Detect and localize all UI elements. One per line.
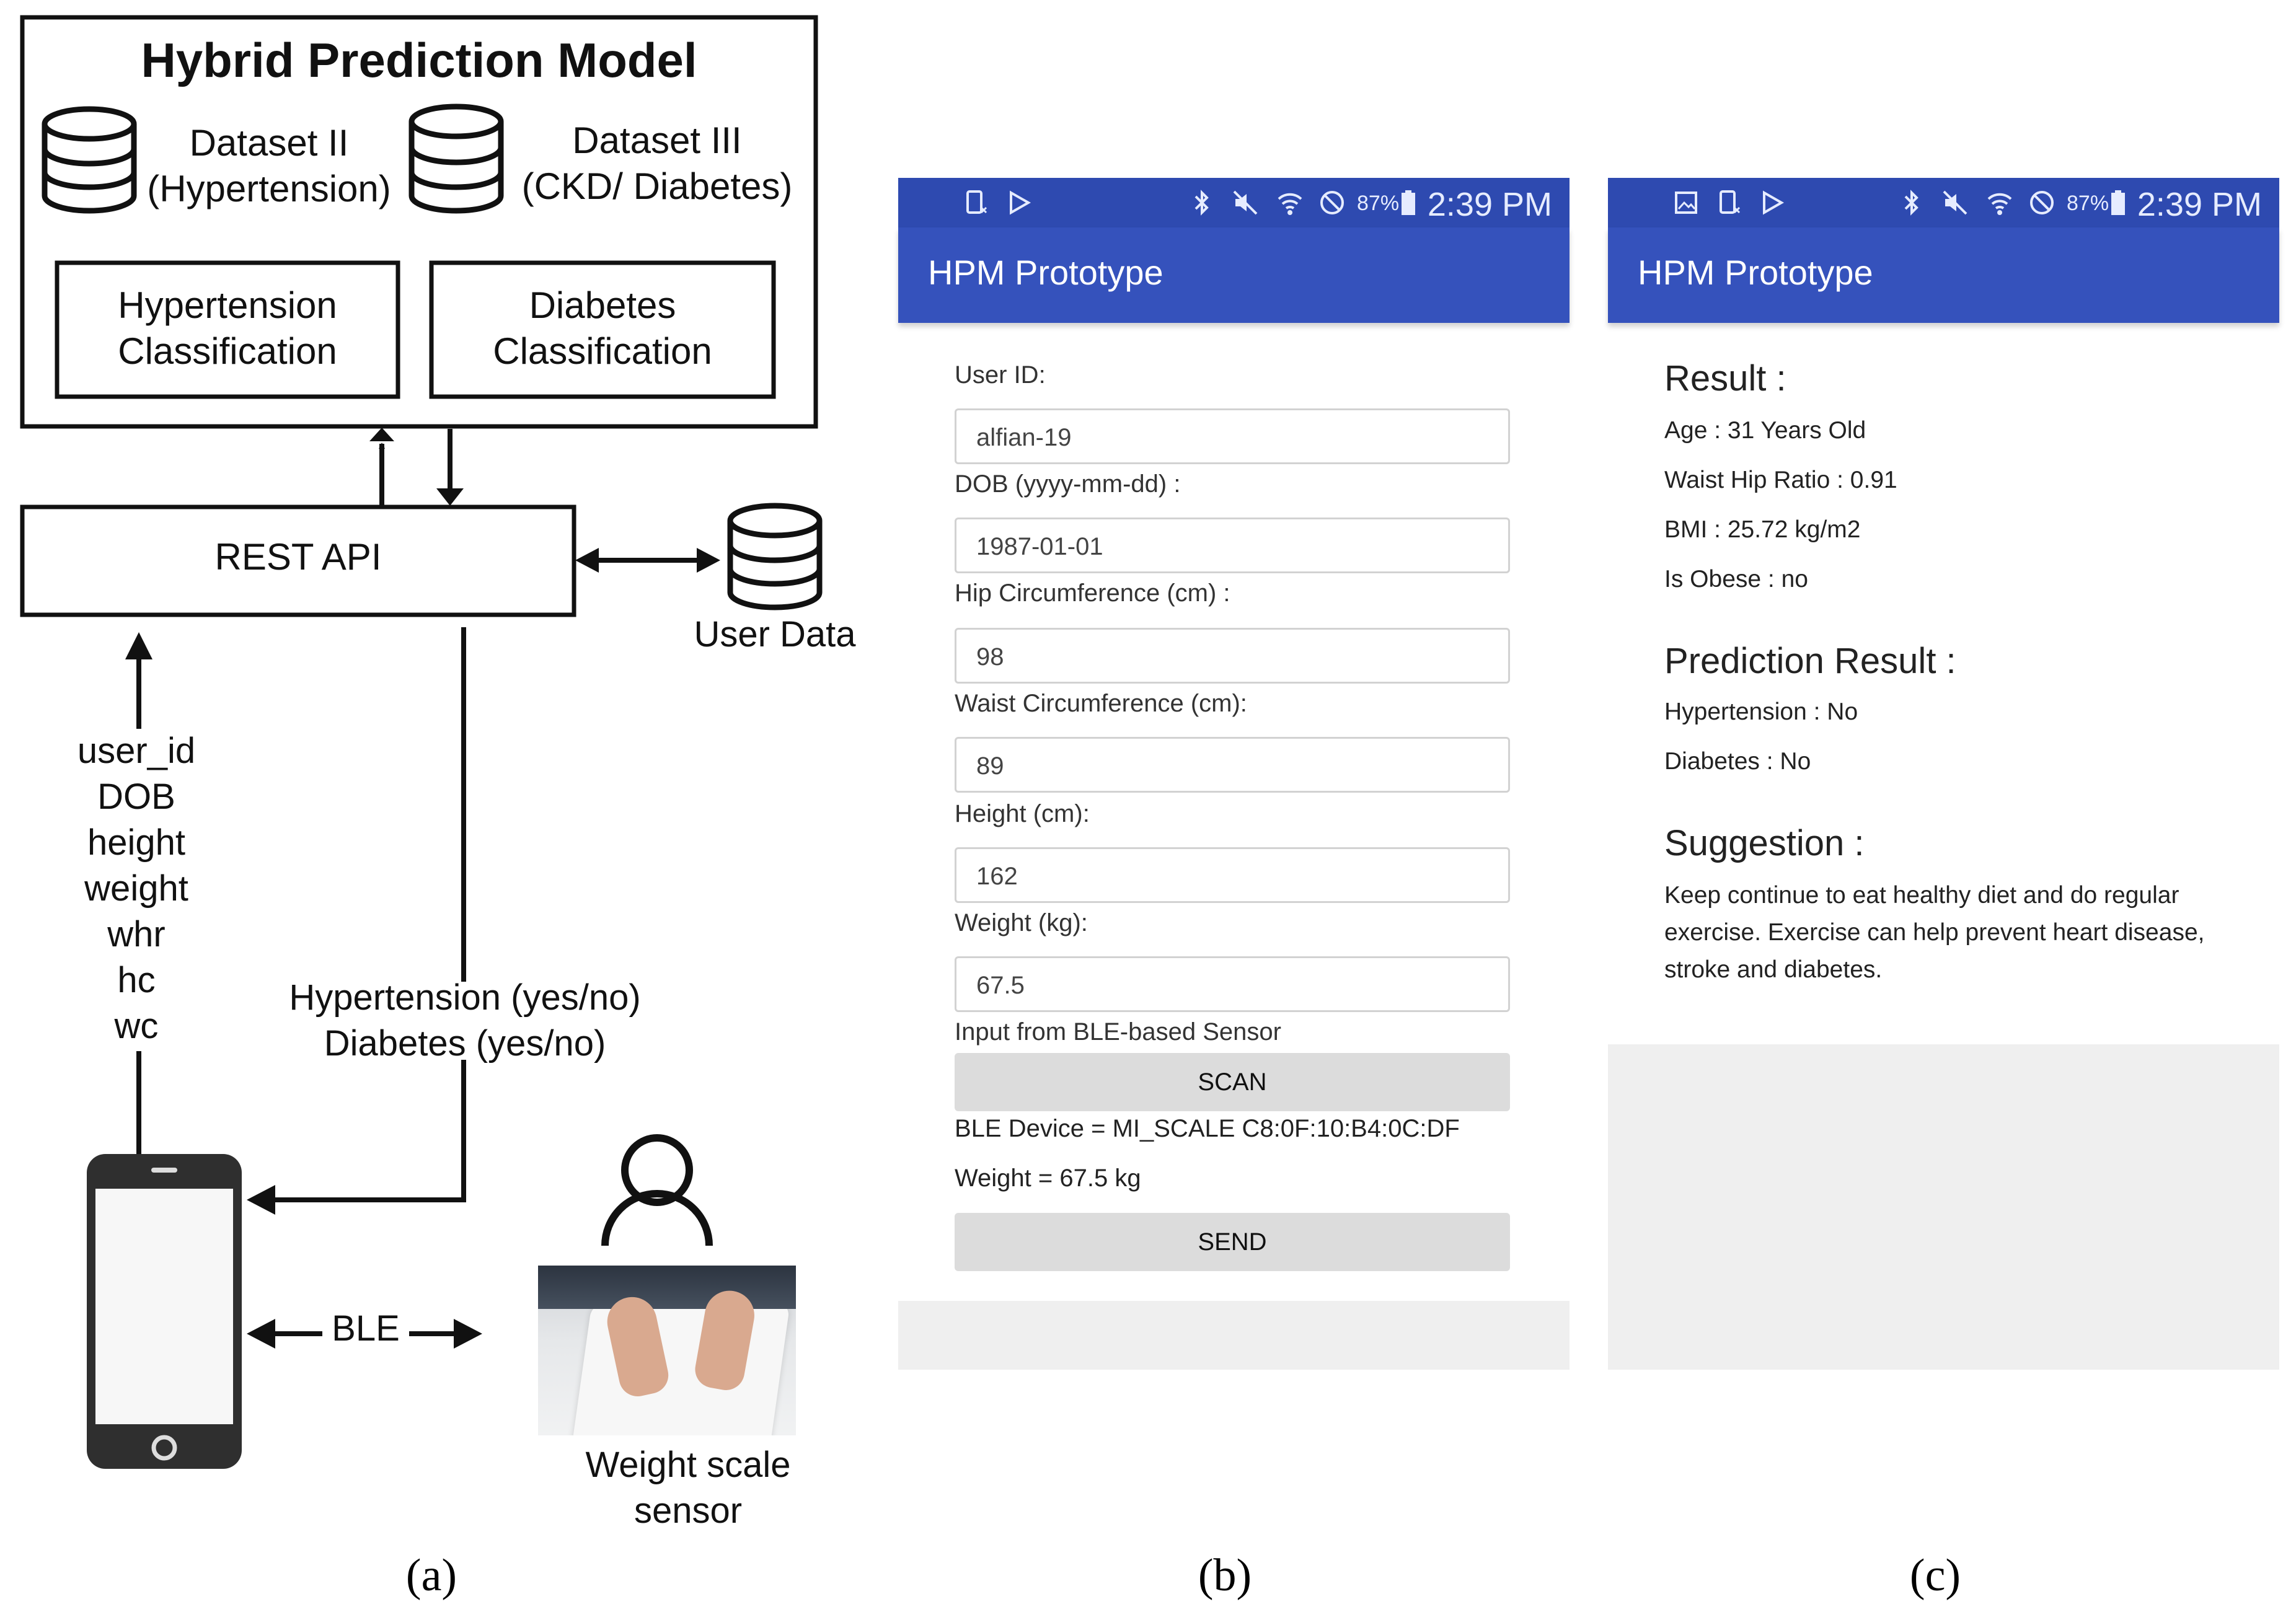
wifi-icon [1987,193,2012,215]
scan-button[interactable]: SCAN [955,1053,1510,1111]
dob-label: DOB (yyyy-mm-dd) : [955,470,1181,498]
param-weight: weight [84,868,188,909]
mute-icon [1233,190,1258,215]
result-obese: Is Obese : no [1664,566,1808,592]
footer-area [898,1301,1570,1370]
scale-label-2: sensor [634,1491,743,1531]
height-label: Height (cm): [955,800,1090,827]
battery-icon [2111,190,2125,215]
result-bmi: BMI : 25.72 kg/m2 [1664,516,1861,543]
height-input[interactable]: 162 [955,847,1510,903]
result-age: Age : 31 Years Old [1664,417,1866,444]
param-user-id: user_id [77,731,196,771]
app-title: HPM Prototype [928,253,1163,292]
status-bar: 87% 2:39 PM [898,178,1570,227]
panel-letter-a: (a) [405,1550,457,1601]
waist-circumference-label: Waist Circumference (cm): [955,690,1247,717]
architecture-diagram [20,15,823,1469]
screen-rotate-icon [1720,190,1741,214]
hip-circumference-label: Hip Circumference (cm) : [955,579,1230,607]
response-diabetes: Diabetes (yes/no) [324,1023,606,1064]
waist-circumference-input[interactable]: 89 [955,737,1510,793]
user-id-input[interactable]: alfian-19 [955,408,1510,464]
hypertension-box [55,260,400,399]
param-hc: hc [117,960,156,1000]
database-icon [408,104,504,214]
model-title: Hybrid Prediction Model [141,33,697,87]
status-time: 2:39 PM [1427,186,1552,223]
bluetooth-icon [1194,190,1209,216]
result-whr: Waist Hip Ratio : 0.91 [1664,467,1897,493]
mute-icon [1943,190,1967,215]
panel-letter-b: (b) [1198,1550,1252,1601]
phone-screen-result: 87% 2:39 PM HPM Prototype Result : Age :… [1608,178,2279,1370]
dataset-3-label: Dataset III(CKD/ Diabetes) [521,120,793,207]
ble-device-info: BLE Device = MI_SCALE C8:0F:10:B4:0C:DF [955,1115,1460,1142]
status-bar: 87% 2:39 PM [1608,178,2279,227]
result-heading: Result : [1664,358,1786,399]
bluetooth-icon [1904,190,1918,216]
response-hypertension: Hypertension (yes/no) [289,977,641,1018]
block-icon [1320,191,1344,214]
app-bar: HPM Prototype [1608,227,2279,323]
block-icon [2030,191,2054,214]
user-icon [601,1134,713,1246]
sensor-label: Input from BLE-based Sensor [955,1018,1281,1046]
user-id-label: User ID: [955,361,1046,389]
param-whr: whr [107,914,166,954]
app-title: HPM Prototype [1638,253,1873,292]
rest-api-label: REST API [214,536,382,578]
prediction-diabetes: Diabetes : No [1664,748,1811,775]
suggestion-heading: Suggestion : [1664,823,1865,863]
rest-api-box [20,504,576,617]
play-store-icon [1763,190,1785,215]
battery-percent: 87% [2067,192,2109,215]
weight-scale-photo [538,1266,796,1435]
weight-label: Weight (kg): [955,909,1088,936]
ble-label: BLE [322,1308,409,1349]
footer-area [1608,1044,2279,1370]
param-dob: DOB [97,777,175,817]
status-time: 2:39 PM [2137,186,2262,223]
battery-percent: 87% [1357,192,1400,215]
param-wc: wc [114,1006,159,1046]
prediction-hypertension: Hypertension : No [1664,698,1858,725]
wifi-icon [1278,193,1302,215]
database-icon [727,503,823,610]
app-bar: HPM Prototype [898,227,1570,323]
hip-circumference-input[interactable]: 98 [955,628,1510,684]
dataset-2-label: Dataset II(Hypertension) [147,122,391,209]
image-icon [1675,192,1697,214]
database-icon [42,106,137,214]
play-store-icon [1010,190,1031,215]
suggestion-text: Keep continue to eat healthy diet and do… [1664,882,2205,983]
param-height: height [87,822,186,863]
user-data-label: User Data [694,614,856,654]
prediction-heading: Prediction Result : [1664,641,1956,681]
smartphone-icon [87,1154,242,1469]
battery-icon [1402,190,1415,215]
model-box [20,15,818,429]
weight-reading: Weight = 67.5 kg [955,1165,1141,1192]
weight-input[interactable]: 67.5 [955,956,1510,1012]
screen-rotate-icon [966,190,987,214]
scale-label-1: Weight scale [585,1445,791,1485]
diabetes-box [429,260,776,399]
panel-letter-c: (c) [1909,1550,1961,1601]
send-button[interactable]: SEND [955,1213,1510,1271]
phone-screen-input: 87% 2:39 PM HPM Prototype User ID: alfia… [898,178,1570,1370]
dob-input[interactable]: 1987-01-01 [955,518,1510,573]
